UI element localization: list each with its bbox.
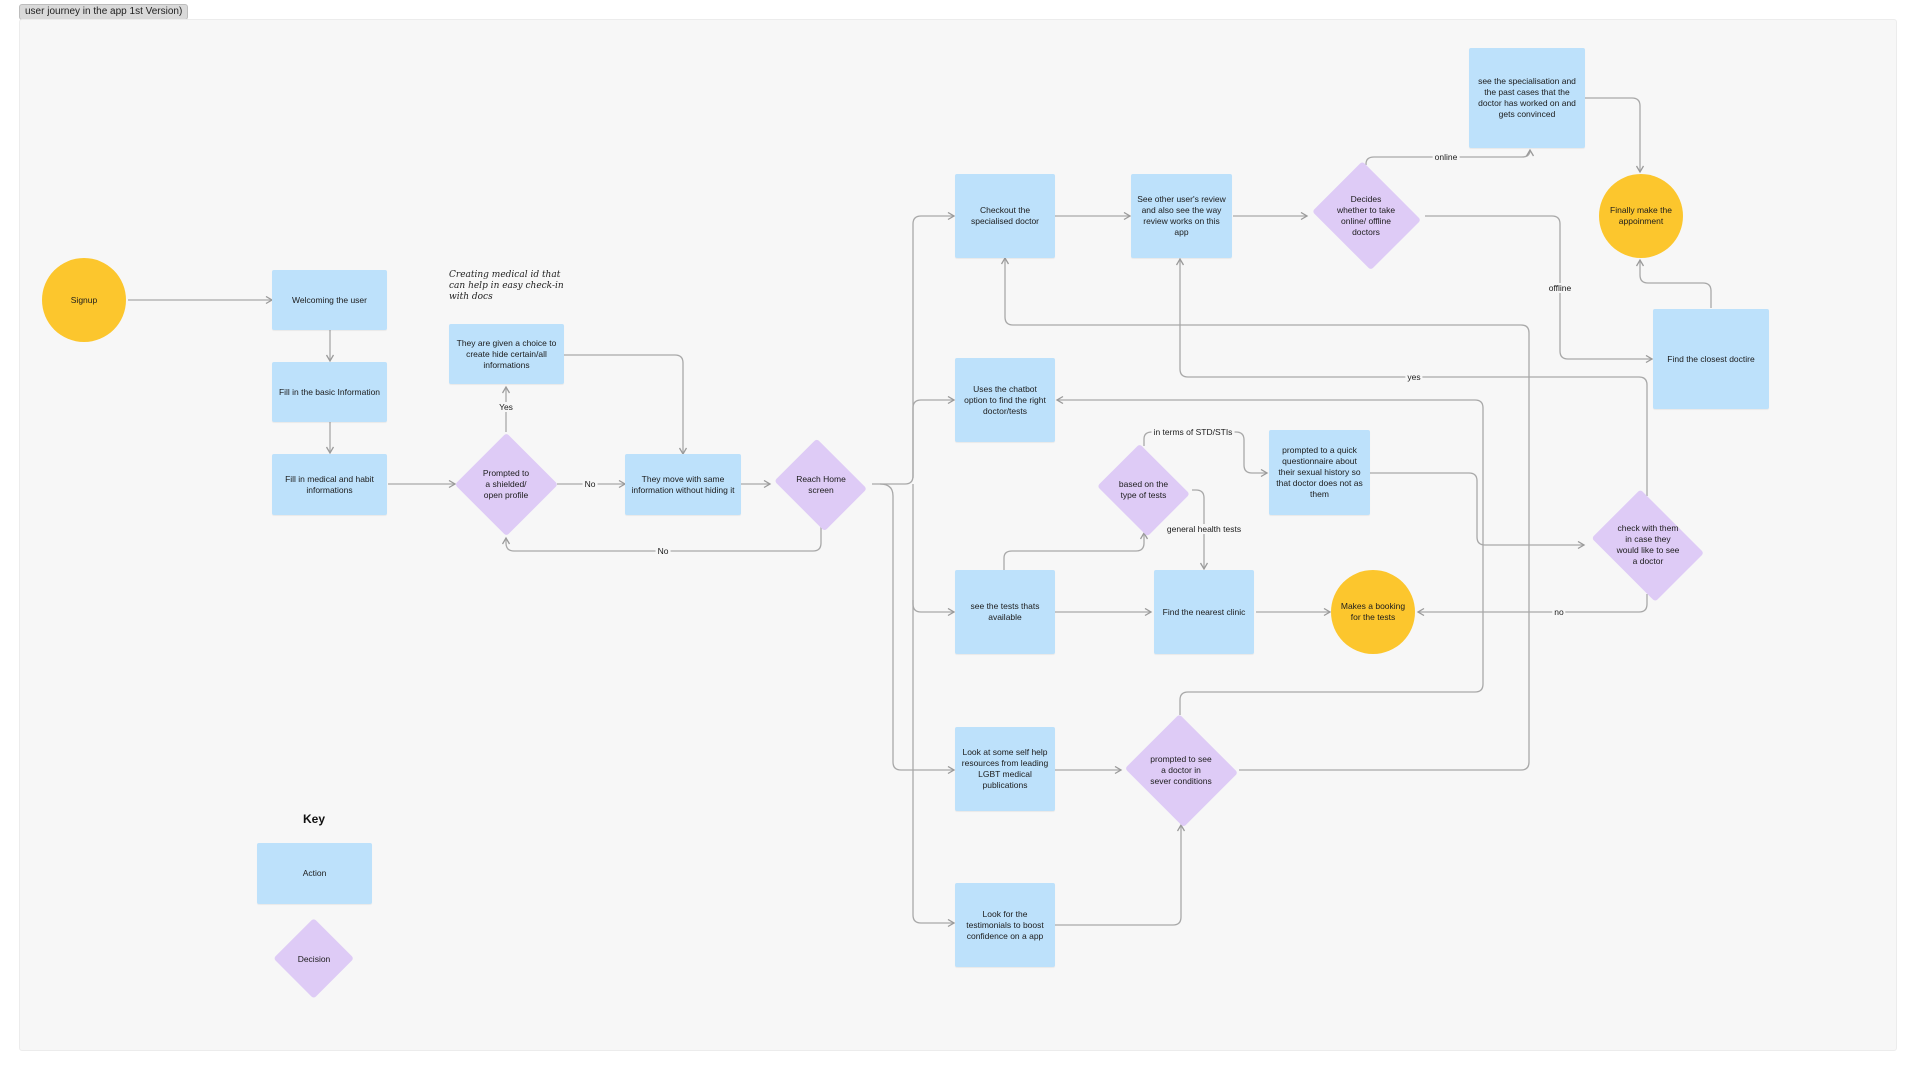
find-closest-node[interactable]: Find the closest doctire xyxy=(1653,309,1769,409)
see-tests-node[interactable]: see the tests thats available xyxy=(955,570,1055,654)
edge-quest-checkwith xyxy=(1370,472,1584,545)
edge-label-general: general health tests xyxy=(1164,524,1244,534)
edge-home-checkout xyxy=(872,216,954,485)
edge-label-no-booking: no xyxy=(1552,607,1566,617)
home-label: Reach Home screen xyxy=(796,474,846,495)
edge-home-tests xyxy=(912,484,954,612)
key-decision: Decision xyxy=(273,918,355,1000)
prompted-profile-label: Prompted to a shielded/ open profile xyxy=(482,467,530,500)
see-reviews-node[interactable]: See other user's review and also see the… xyxy=(1131,174,1232,258)
edge-home-chatbot xyxy=(912,400,954,478)
move-same-node[interactable]: They move with same information without … xyxy=(625,454,741,515)
checkout-doctor-node[interactable]: Checkout the specialised doctor xyxy=(955,174,1055,258)
edge-severe-checkout xyxy=(1005,258,1530,771)
based-type-decision[interactable]: based on the type of tests xyxy=(1093,447,1194,533)
prompted-severe-label: prompted to see a doctor in sever condit… xyxy=(1150,753,1212,786)
key-decision-label: Decision xyxy=(297,953,331,964)
see-specialisation-node[interactable]: see the specialisation and the past case… xyxy=(1469,48,1585,148)
welcome-node[interactable]: Welcoming the user xyxy=(272,270,387,330)
edge-decides-online xyxy=(1365,150,1530,165)
quick-questionnaire-node[interactable]: prompted to a quick questionnaire about … xyxy=(1269,430,1370,515)
prompted-severe-decision[interactable]: prompted to see a doctor in sever condit… xyxy=(1122,715,1240,825)
edge-label-offline: offline xyxy=(1546,283,1574,293)
decides-online-label: Decides whether to take online/ offline … xyxy=(1336,194,1396,237)
testimonials-node[interactable]: Look for the testimonials to boost confi… xyxy=(955,883,1055,967)
edge-closest-finally xyxy=(1640,260,1712,308)
based-type-label: based on the type of tests xyxy=(1118,479,1169,500)
edge-label-online: online xyxy=(1432,152,1460,162)
edge-spec-finally xyxy=(1584,97,1640,172)
self-help-node[interactable]: Look at some self help resources from le… xyxy=(955,727,1055,811)
decides-online-decision[interactable]: Decides whether to take online/ offline … xyxy=(1307,165,1425,267)
nearest-clinic-node[interactable]: Find the nearest clinic xyxy=(1154,570,1254,654)
edge-based-clinic xyxy=(1192,489,1204,569)
edge-label-std: in terms of STD/STIs xyxy=(1151,427,1235,437)
prompted-profile-decision[interactable]: Prompted to a shielded/ open profile xyxy=(454,432,558,536)
annotation-note: Creating medical id that can help in eas… xyxy=(449,270,564,302)
edge-testimonials-severe xyxy=(1055,825,1181,926)
check-with-decision[interactable]: check with them in case they would like … xyxy=(1584,496,1712,594)
home-decision[interactable]: Reach Home screen xyxy=(770,442,872,528)
edge-based-quest xyxy=(1143,431,1267,473)
key-title: Key xyxy=(303,812,326,826)
edge-home-selfhelp xyxy=(879,483,954,770)
hide-choice-node[interactable]: They are given a choice to create hide c… xyxy=(449,324,564,384)
makes-booking-node[interactable]: Makes a booking for the tests xyxy=(1331,570,1415,654)
edge-label-yes-right: yes xyxy=(1405,372,1423,382)
edge-checkwith-booking xyxy=(1418,594,1648,612)
edge-home-testimonials xyxy=(912,600,954,923)
check-with-label: check with them in case they would like … xyxy=(1616,523,1680,566)
signup-node[interactable]: Signup xyxy=(42,258,126,342)
key-action: Action xyxy=(257,843,372,904)
medical-info-node[interactable]: Fill in medical and habit informations xyxy=(272,454,387,515)
basic-info-node[interactable]: Fill in the basic Information xyxy=(272,362,387,422)
edge-label-yes: Yes xyxy=(497,402,515,412)
finally-appointment-node[interactable]: Finally make the appoinment xyxy=(1599,174,1683,258)
chatbot-node[interactable]: Uses the chatbot option to find the righ… xyxy=(955,358,1055,442)
edge-severe-chatbot xyxy=(1057,400,1484,715)
edge-hide-move xyxy=(564,354,683,454)
edge-label-no-right: No xyxy=(582,479,598,489)
edge-tests-based xyxy=(1003,533,1144,570)
edge-label-no-back: No xyxy=(655,546,671,556)
